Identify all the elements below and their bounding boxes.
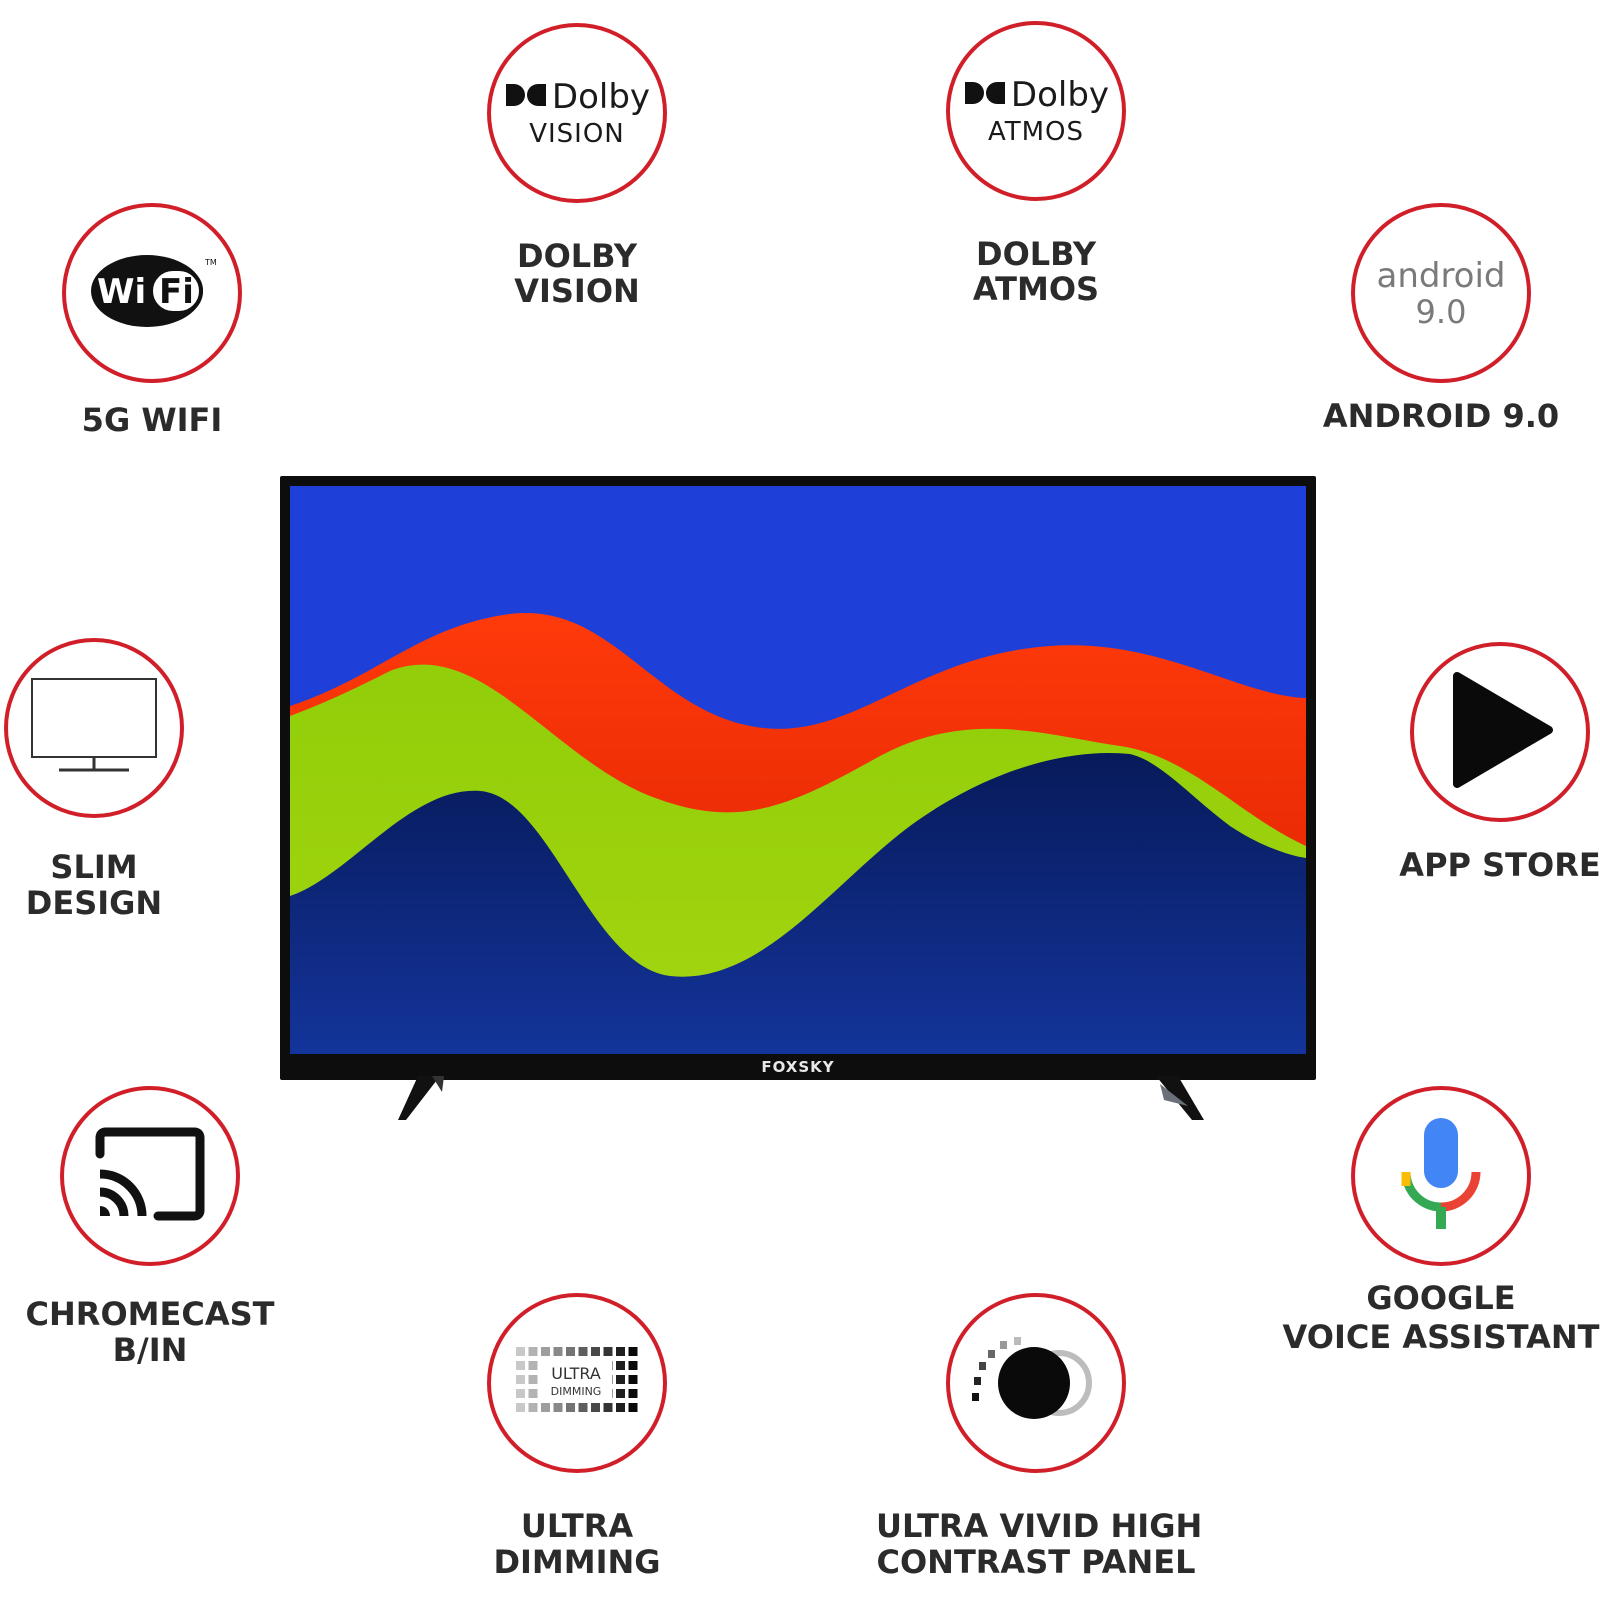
microphone-icon bbox=[1396, 1114, 1486, 1238]
dimming-zone-square bbox=[528, 1361, 538, 1370]
dimming-zone-square bbox=[516, 1375, 525, 1384]
feature-dolby-atmos: Dolby ATMOS DOLBY ATMOS bbox=[876, 21, 1196, 311]
dolby-atmos-logo-word: Dolby bbox=[1010, 75, 1110, 115]
dolby-atmos-badge: Dolby ATMOS bbox=[946, 21, 1126, 201]
dolby-atmos-label-line2: ATMOS bbox=[972, 270, 1100, 308]
contrast-badge bbox=[946, 1293, 1126, 1473]
google-voice-badge bbox=[1351, 1086, 1531, 1266]
dimming-zone-square bbox=[616, 1375, 625, 1384]
svg-text:TM: TM bbox=[204, 258, 217, 267]
chromecast-badge bbox=[60, 1086, 240, 1266]
wallpaper-waves bbox=[290, 486, 1306, 1054]
feature-dolby-vision: Dolby VISION DOLBY VISION bbox=[417, 23, 737, 313]
wifi-label: 5G WIFI bbox=[81, 401, 223, 439]
dimming-zone-square bbox=[528, 1389, 538, 1398]
svg-text:Wi: Wi bbox=[97, 272, 146, 312]
dolby-logo-icon bbox=[963, 80, 1007, 110]
dimming-zone-square bbox=[541, 1347, 550, 1356]
wifi-logo-icon: Wi Fi TM bbox=[87, 251, 217, 335]
dolby-atmos-label-line1: DOLBY bbox=[976, 235, 1096, 273]
android-badge: android 9.0 bbox=[1351, 203, 1531, 383]
android-label: ANDROID 9.0 bbox=[1322, 397, 1560, 435]
dolby-vision-badge: Dolby VISION bbox=[487, 23, 667, 203]
feature-google-voice: GOOGLE VOICE ASSISTANT bbox=[1281, 1086, 1600, 1376]
contrast-icon bbox=[966, 1331, 1106, 1435]
dolby-vision-label-line2: VISION bbox=[514, 272, 640, 310]
dimming-zone-square bbox=[528, 1347, 538, 1356]
dimming-zone-square bbox=[628, 1375, 638, 1384]
tv-right-leg bbox=[1148, 1076, 1204, 1120]
dimming-zone-square bbox=[528, 1403, 538, 1412]
dimming-zone-square bbox=[578, 1403, 588, 1412]
dimming-zone-square bbox=[628, 1403, 638, 1412]
tv-left-leg bbox=[398, 1076, 454, 1120]
google-voice-label-line2: VOICE ASSISTANT bbox=[1282, 1318, 1600, 1356]
dimming-zone-square bbox=[528, 1375, 538, 1384]
dimming-zone-square bbox=[516, 1403, 525, 1412]
ultra-dimming-logo-line1: ULTRA bbox=[551, 1364, 601, 1383]
app-store-label: APP STORE bbox=[1399, 846, 1600, 884]
slim-design-label-line1: SLIM bbox=[50, 848, 138, 886]
dolby-vision-logo-sub: VISION bbox=[529, 119, 625, 149]
contrast-label-line1: ULTRA VIVID HIGH bbox=[876, 1507, 1203, 1545]
dimming-zone-square bbox=[591, 1403, 600, 1412]
android-logo-word: android bbox=[1376, 256, 1506, 296]
google-voice-label-line1: GOOGLE bbox=[1366, 1279, 1516, 1317]
dimming-zone-square bbox=[616, 1361, 625, 1370]
feature-android: android 9.0 ANDROID 9.0 bbox=[1281, 203, 1600, 443]
ultra-dimming-logo-line2: DIMMING bbox=[551, 1385, 602, 1398]
svg-text:Fi: Fi bbox=[159, 272, 194, 312]
tv: FOXSKY bbox=[280, 476, 1316, 1080]
dimming-zone-square bbox=[566, 1403, 575, 1412]
dimming-zone-square bbox=[616, 1347, 625, 1356]
dimming-zone-square bbox=[516, 1361, 525, 1370]
slim-design-badge bbox=[4, 638, 184, 818]
ultra-dimming-badge: ULTRA DIMMING bbox=[487, 1293, 667, 1473]
dimming-zone-square bbox=[628, 1361, 638, 1370]
tv-brand-logo: FOXSKY bbox=[761, 1058, 835, 1076]
feature-slim-design: SLIM DESIGN bbox=[0, 638, 254, 922]
dimming-zone-square bbox=[591, 1347, 600, 1356]
dimming-zone-square bbox=[578, 1347, 588, 1356]
slim-design-label-line2: DESIGN bbox=[25, 884, 163, 922]
feature-ultra-dimming: ULTRA DIMMING ULTRA DIMMING bbox=[417, 1293, 737, 1593]
dolby-atmos-logo-sub: ATMOS bbox=[987, 117, 1085, 147]
feature-chromecast: CHROMECAST B/IN bbox=[0, 1086, 310, 1376]
feature-contrast-panel: ULTRA VIVID HIGH CONTRAST PANEL bbox=[876, 1293, 1203, 1593]
dimming-zone-square bbox=[628, 1347, 638, 1356]
dolby-vision-logo-word: Dolby bbox=[551, 77, 651, 117]
dimming-zone-square bbox=[603, 1347, 613, 1356]
app-store-badge bbox=[1410, 642, 1590, 822]
dimming-zone-square bbox=[616, 1403, 625, 1412]
dimming-zone-square bbox=[603, 1403, 613, 1412]
tv-screen bbox=[290, 486, 1306, 1054]
dimming-zone-square bbox=[553, 1403, 563, 1412]
dolby-vision-label-line1: DOLBY bbox=[517, 237, 637, 275]
feature-wifi: Wi Fi TM 5G WIFI bbox=[0, 203, 312, 443]
dimming-zone-square bbox=[516, 1347, 525, 1356]
dimming-zone-square bbox=[516, 1389, 525, 1398]
ultra-dimming-label-line2: DIMMING bbox=[493, 1543, 661, 1581]
ultra-dimming-label-line1: ULTRA bbox=[520, 1507, 634, 1545]
monitor-icon bbox=[29, 676, 159, 780]
cast-icon bbox=[90, 1126, 210, 1226]
ultra-dimming-icon: ULTRA DIMMING bbox=[512, 1341, 642, 1425]
chromecast-label-line2: B/IN bbox=[112, 1331, 188, 1369]
android-logo-version: 9.0 bbox=[1415, 293, 1467, 331]
dimming-zone-square bbox=[628, 1389, 638, 1398]
chromecast-label-line1: CHROMECAST bbox=[25, 1295, 275, 1333]
dimming-zone-square bbox=[566, 1347, 575, 1356]
feature-app-store: APP STORE bbox=[1340, 642, 1600, 892]
dolby-logo-icon bbox=[504, 82, 548, 112]
dimming-zone-square bbox=[616, 1389, 625, 1398]
wifi-badge: Wi Fi TM bbox=[62, 203, 242, 383]
contrast-label-line2: CONTRAST PANEL bbox=[876, 1543, 1196, 1581]
dimming-zone-square bbox=[541, 1403, 550, 1412]
play-store-icon bbox=[1445, 670, 1555, 794]
dimming-zone-square bbox=[553, 1347, 563, 1356]
